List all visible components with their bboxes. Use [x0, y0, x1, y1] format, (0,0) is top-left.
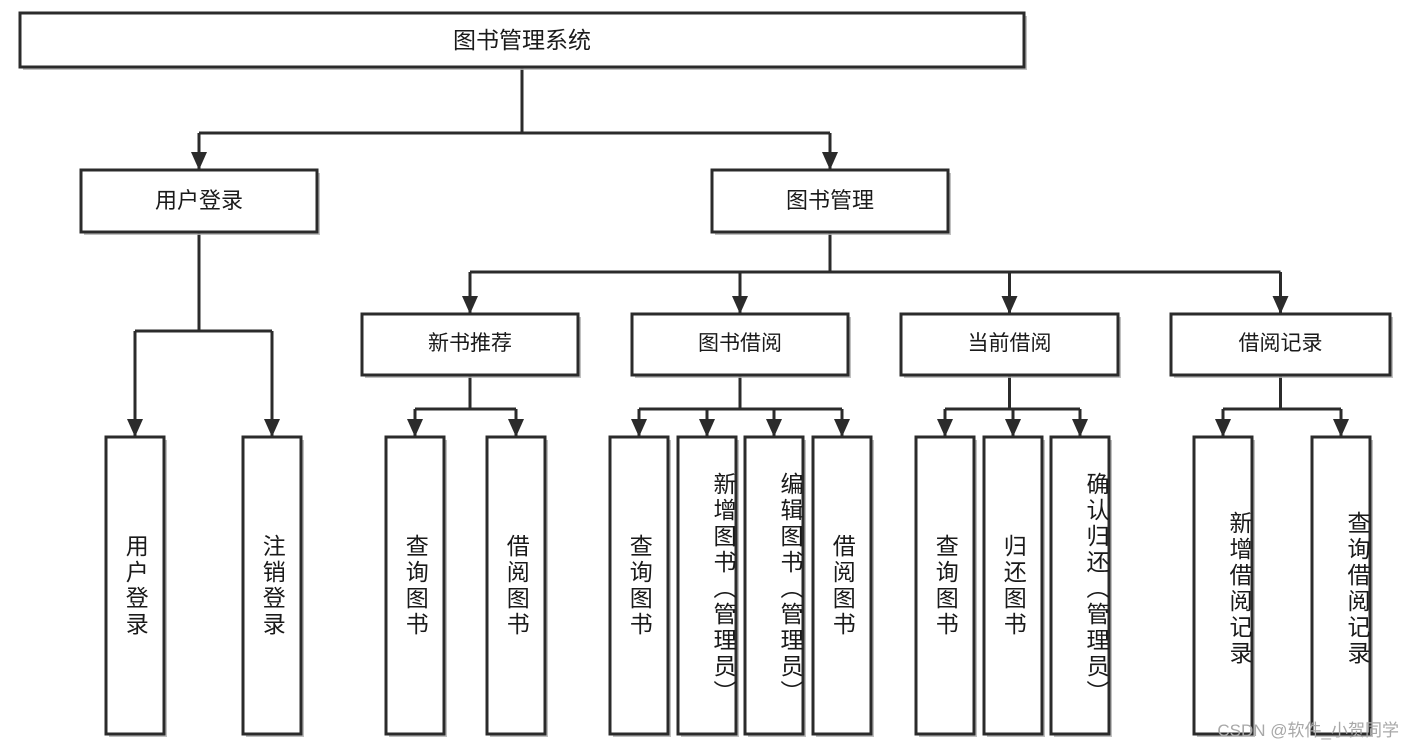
- node-leaf-leaf-query-book-rec[interactable]: [384, 435, 446, 736]
- node-level2-borrow-record[interactable]: [1169, 312, 1392, 377]
- node-leaf-leaf-borrow-book[interactable]: [811, 435, 873, 736]
- node-leaf-leaf-edit-book[interactable]: [743, 435, 805, 736]
- node-leaf-leaf-borrow-book-rec[interactable]: [485, 435, 547, 736]
- csdn-watermark: CSDN @软件_小贺同学: [1217, 721, 1399, 740]
- node-leaf-leaf-return-book[interactable]: [982, 435, 1044, 736]
- node-leaf-leaf-add-record[interactable]: [1192, 435, 1254, 736]
- node-root-root[interactable]: [18, 11, 1026, 69]
- node-level2-new-book-rec[interactable]: [360, 312, 580, 377]
- edges-layer: [127, 67, 1349, 437]
- node-leaf-leaf-add-book[interactable]: [676, 435, 738, 736]
- node-level2-book-borrow[interactable]: [630, 312, 850, 377]
- node-leaf-leaf-confirm-return[interactable]: [1049, 435, 1111, 736]
- node-leaf-leaf-user-login[interactable]: [104, 435, 166, 736]
- node-leaf-leaf-user-logout[interactable]: [241, 435, 303, 736]
- node-level1-user-login[interactable]: [79, 168, 319, 234]
- nodes-layer: [18, 11, 1393, 737]
- node-leaf-leaf-query-book[interactable]: [608, 435, 670, 736]
- node-leaf-leaf-query-record[interactable]: [1310, 435, 1372, 736]
- node-leaf-leaf-query-book-cur[interactable]: [914, 435, 976, 736]
- node-level1-book-manage[interactable]: [710, 168, 950, 234]
- node-level2-current-borrow[interactable]: [899, 312, 1120, 377]
